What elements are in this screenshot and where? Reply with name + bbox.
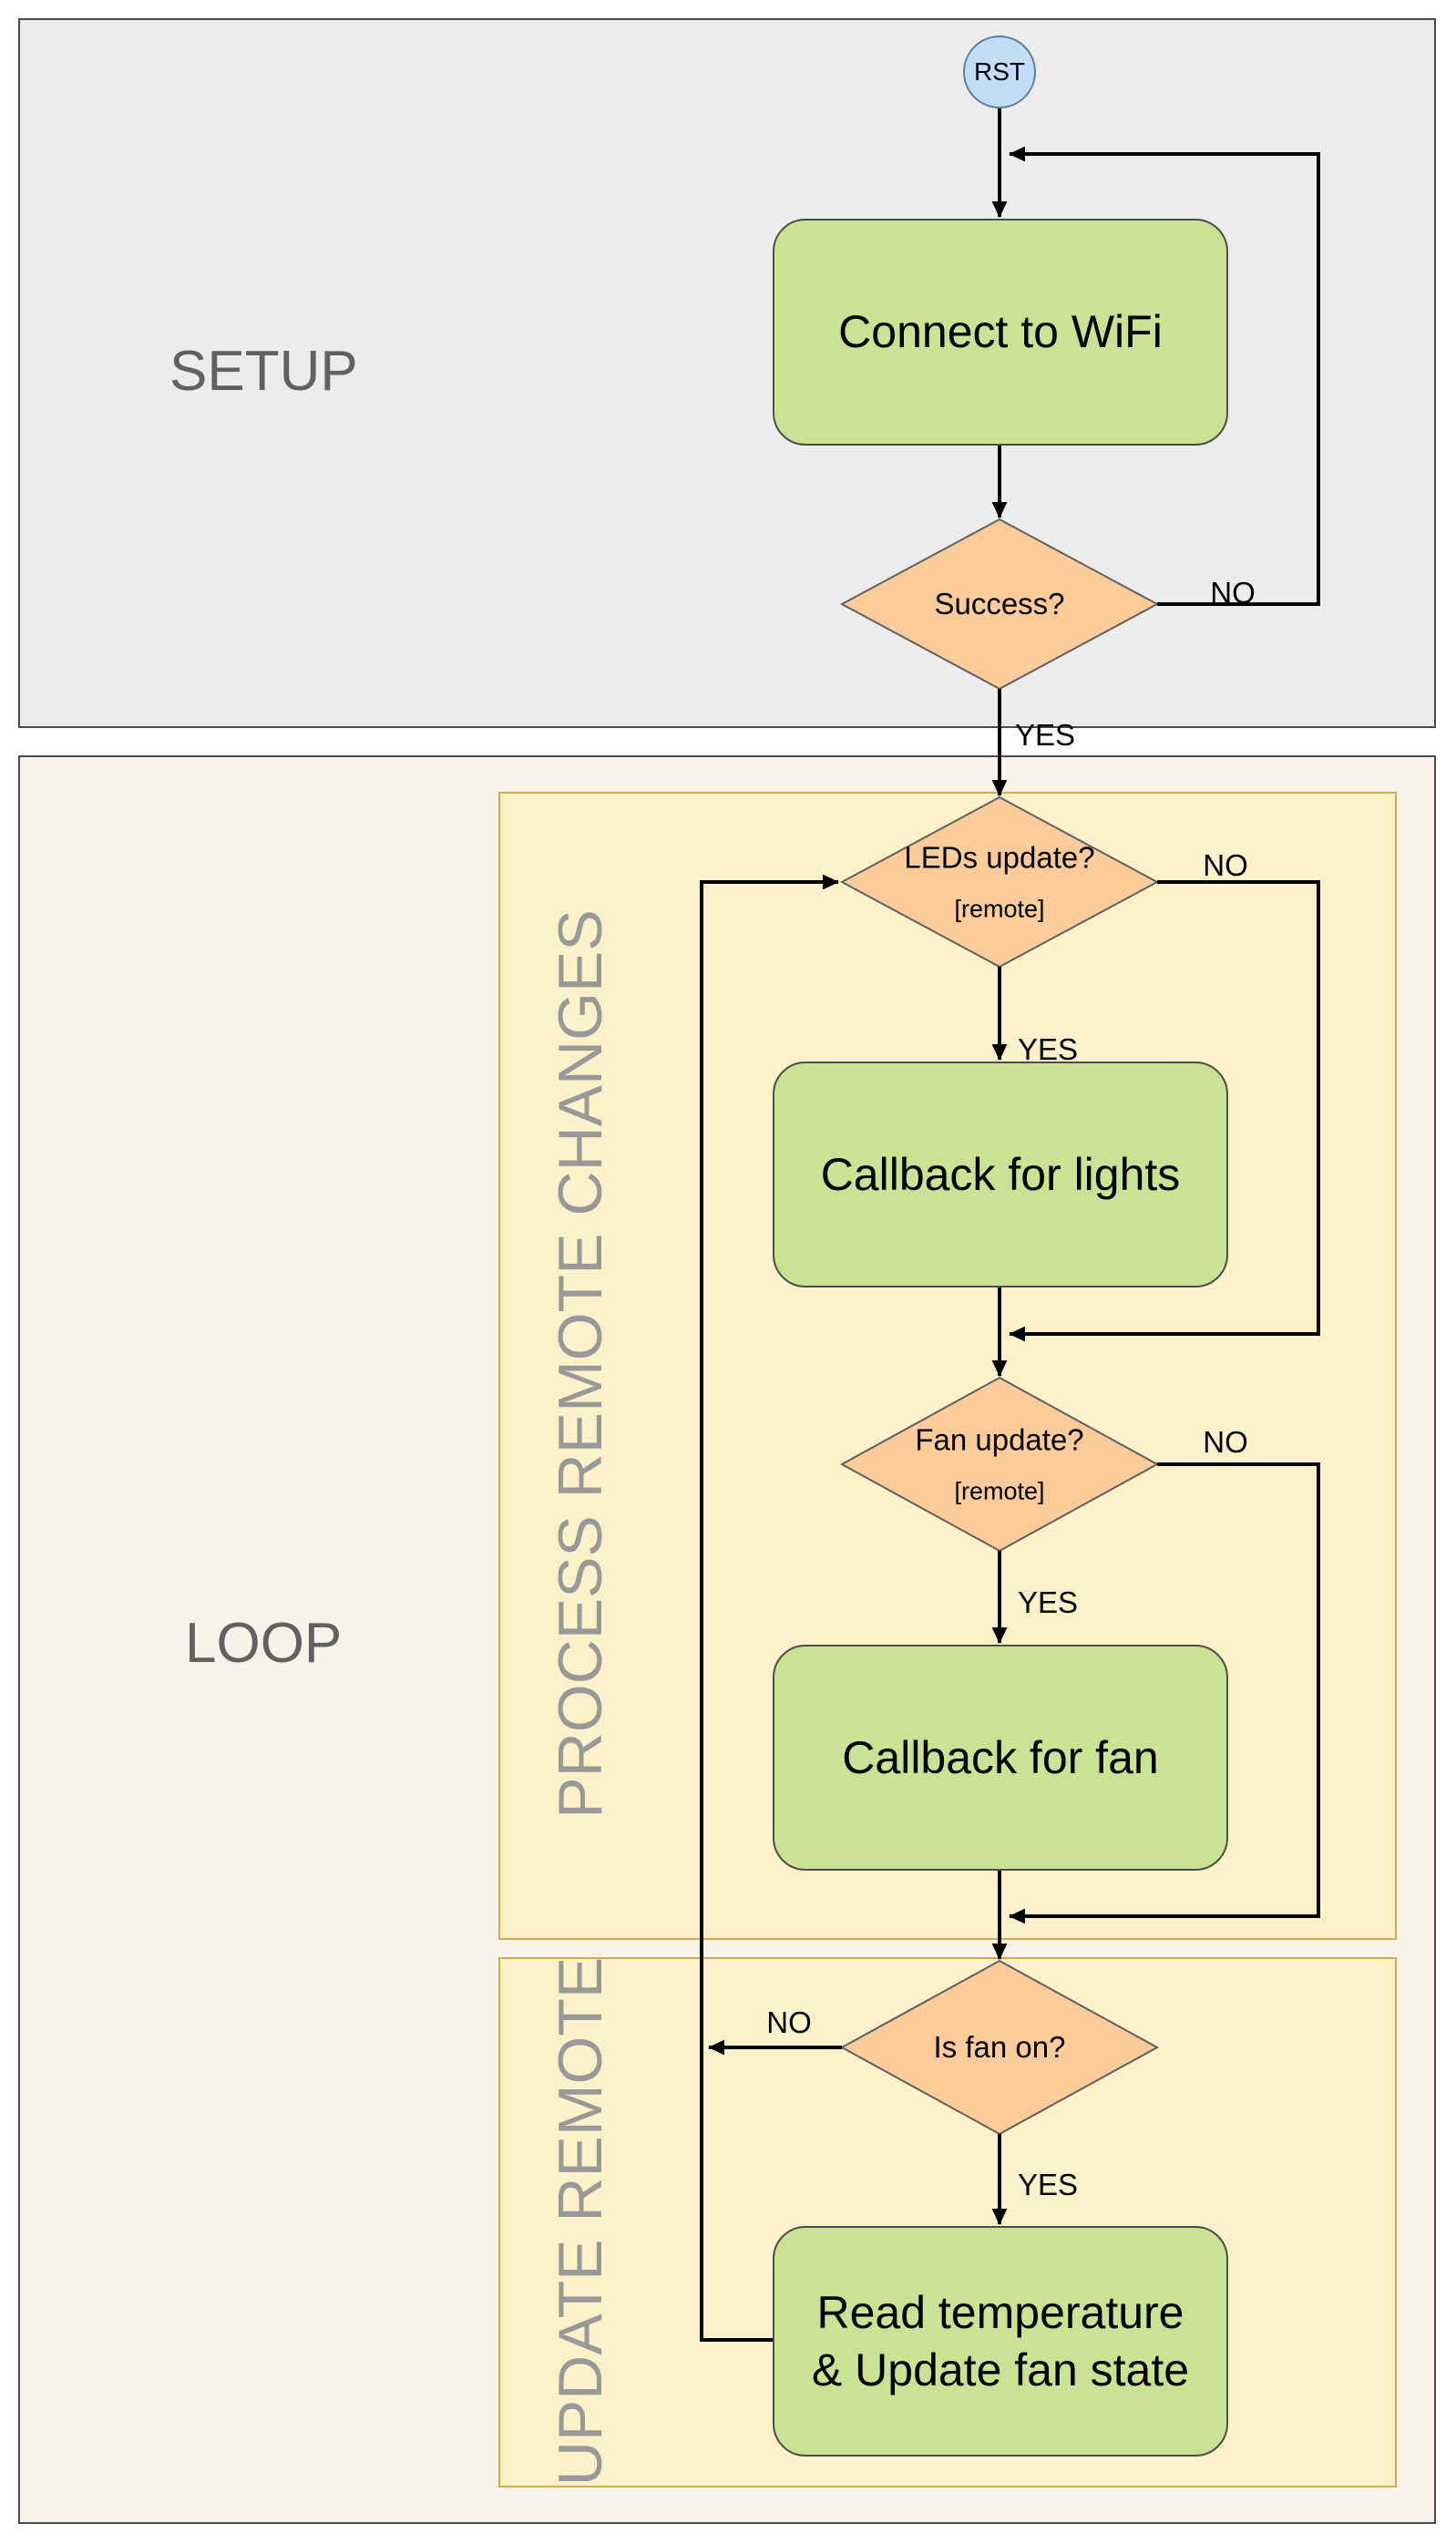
callback-for-fan-node: Callback for fan xyxy=(773,1645,1228,1871)
rst-start-node: RST xyxy=(963,36,1036,108)
leds-update-remote-tag: [remote] xyxy=(954,895,1045,923)
setup-label: SETUP xyxy=(169,340,358,403)
edge-fan-no-bypass xyxy=(1009,1462,1320,1924)
fan-yes-label: YES xyxy=(1017,1585,1079,1619)
leds-update-question: LEDs update? xyxy=(904,840,1095,875)
leds-update-decision-label: LEDs update? [remote] xyxy=(904,841,1094,924)
success-decision-label: Success? xyxy=(934,587,1065,621)
leds-yes-label: YES xyxy=(1017,1032,1079,1066)
process-remote-changes-label: PROCESS REMOTE CHANGES xyxy=(546,909,615,1819)
connect-to-wifi-node: Connect to WiFi xyxy=(773,219,1228,446)
callback-for-lights-node: Callback for lights xyxy=(773,1062,1228,1287)
fan-update-question: Fan update? xyxy=(915,1422,1084,1457)
is-fan-on-decision-label: Is fan on? xyxy=(933,2030,1066,2064)
edge-leds-no-bypass xyxy=(1009,880,1320,1342)
is-fan-on-yes-label: YES xyxy=(1017,2168,1079,2201)
loop-label: LOOP xyxy=(185,1612,343,1675)
read-temperature-line2: & Update fan state xyxy=(811,2344,1190,2395)
read-temperature-node: Read temperature & Update fan state xyxy=(773,2226,1228,2457)
section-process-remote-changes xyxy=(498,792,1397,1940)
fan-update-remote-tag: [remote] xyxy=(954,1477,1045,1505)
edge-success-no-return xyxy=(1009,146,1320,606)
fan-no-label: NO xyxy=(1203,1425,1248,1459)
success-yes-label: YES xyxy=(1014,718,1076,752)
update-remote-label: UPDATE REMOTE xyxy=(546,1956,615,2487)
is-fan-on-no-label: NO xyxy=(766,2005,812,2039)
fan-update-decision-label: Fan update? [remote] xyxy=(915,1423,1083,1506)
success-no-label: NO xyxy=(1210,576,1256,610)
leds-no-label: NO xyxy=(1203,848,1248,882)
edge-loop-back-to-leds xyxy=(700,874,839,2342)
read-temperature-line1: Read temperature xyxy=(816,2287,1184,2338)
